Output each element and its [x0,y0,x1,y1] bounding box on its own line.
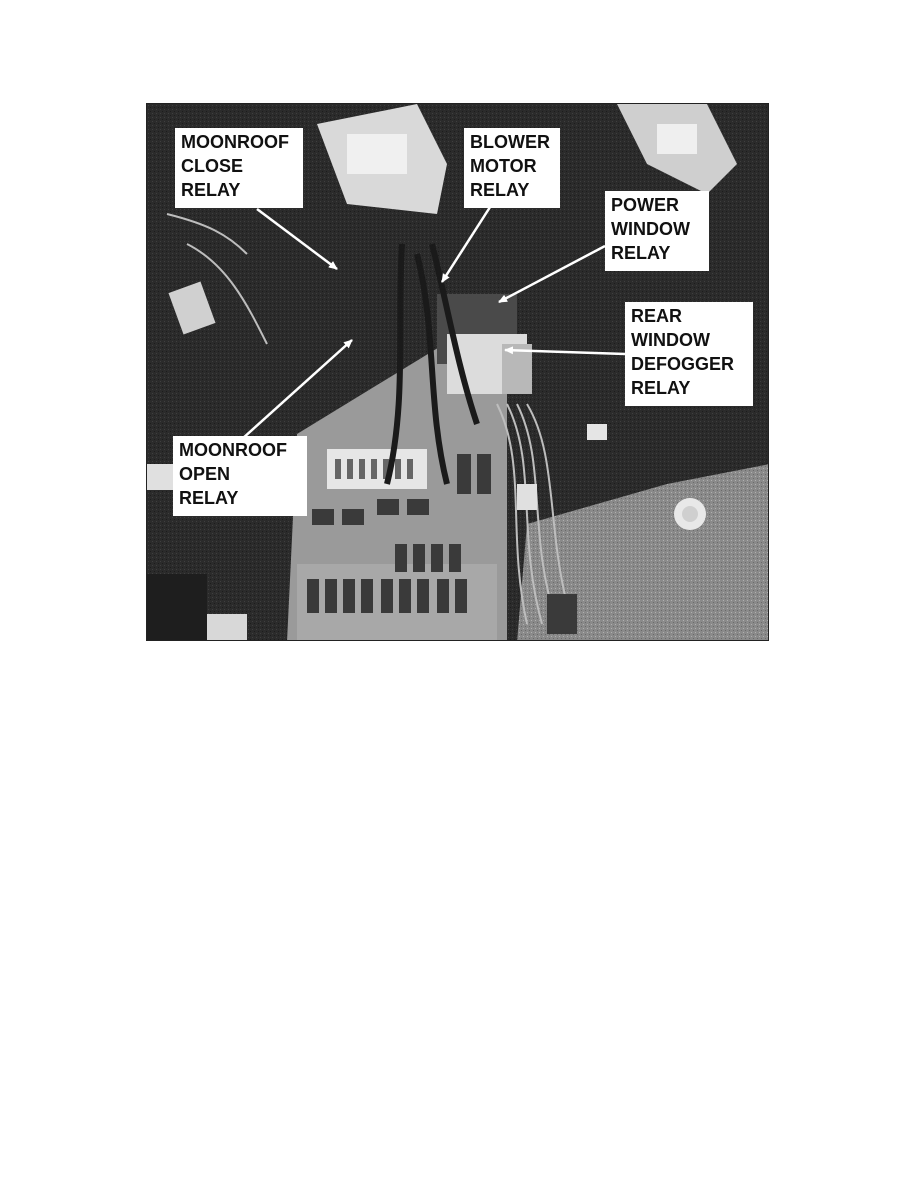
callout-line: MOONROOF [181,132,289,152]
callout-line: MOTOR [470,156,537,176]
rear-window-defogger-relay-callout: REAR WINDOW DEFOGGER RELAY [625,302,753,406]
callout-line: RELAY [611,243,671,263]
callout-line: RELAY [181,180,241,200]
callout-line: POWER [611,195,680,215]
callout-line: BLOWER [470,132,550,152]
callout-line: WINDOW [611,219,690,239]
callout-line: DEFOGGER [631,354,735,374]
callout-line: RELAY [470,180,530,200]
callout-line: CLOSE [181,156,244,176]
callout-line: WINDOW [631,330,710,350]
relay-location-photo: MOONROOF CLOSE RELAY BLOWER MOTOR RELAY … [146,103,769,641]
callout-line: REAR [631,306,683,326]
moonroof-close-relay-callout: MOONROOF CLOSE RELAY [175,128,303,208]
callout-line: RELAY [631,378,691,398]
callout-line: MOONROOF [179,440,287,460]
callout-line: RELAY [179,488,239,508]
power-window-relay-callout: POWER WINDOW RELAY [605,191,709,271]
callout-line: OPEN [179,464,231,484]
moonroof-open-relay-callout: MOONROOF OPEN RELAY [173,436,307,516]
blower-motor-relay-callout: BLOWER MOTOR RELAY [464,128,560,208]
